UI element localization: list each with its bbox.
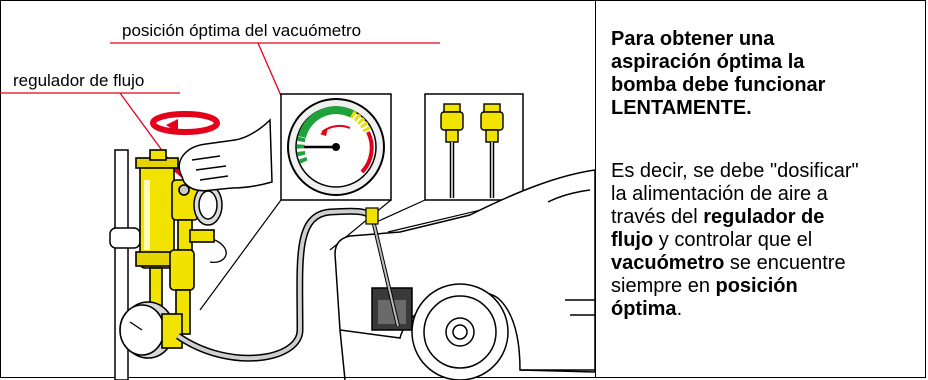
gauge-green-arc (298, 106, 354, 139)
fittings-zoom (371, 93, 524, 233)
flow-regulator-label: regulador de flujo (13, 71, 145, 90)
body-text: y controlar que el (653, 229, 813, 251)
body-line-1: Es decir, se debe "dosificar" (611, 160, 859, 182)
gauge-red-arc (360, 131, 374, 174)
body-bold-flujo: flujo (611, 229, 654, 251)
body-bold-regulator: regulador de (703, 206, 825, 228)
headline-line-2: aspiración óptima la (611, 51, 805, 73)
body-bold-vacuometro: vacuómetro (611, 252, 725, 274)
headline-line-4: LENTAMENTE. (611, 97, 752, 119)
hose-fill (176, 209, 372, 361)
vacuum-gauge-zoom (199, 93, 392, 311)
body-bold-posicion: posición (715, 275, 798, 297)
car-front (334, 169, 596, 380)
body-text: siempre en (611, 275, 716, 297)
body-text: través del (611, 206, 704, 228)
instruction-body: Es decir, se debe "dosificar" la aliment… (611, 160, 917, 321)
body-bold-optima: óptima (611, 298, 677, 320)
rotation-arrow-icon (150, 111, 220, 135)
hand (178, 118, 273, 192)
pump-illustration (0, 42, 596, 380)
instruction-panel: Para obtener una aspiración óptima la bo… (611, 28, 917, 321)
gauge-yellow-arc (349, 110, 372, 134)
body-line-2: la alimentación de aire a (611, 183, 828, 205)
headline-line-3: bomba debe funcionar (611, 74, 826, 96)
air-hose-loop (209, 239, 227, 263)
bottom-vacuum-gauge (119, 301, 183, 359)
body-period: . (676, 298, 683, 320)
pump-side-gauge (193, 184, 223, 226)
gauge-position-label: posición óptima del vacuómetro (122, 21, 362, 40)
gauge-red-indicator-arrow (321, 124, 351, 133)
body-text: se encuentre (724, 252, 846, 274)
headline: Para obtener una aspiración óptima la bo… (611, 28, 917, 120)
headline-line-1: Para obtener una (611, 28, 775, 50)
